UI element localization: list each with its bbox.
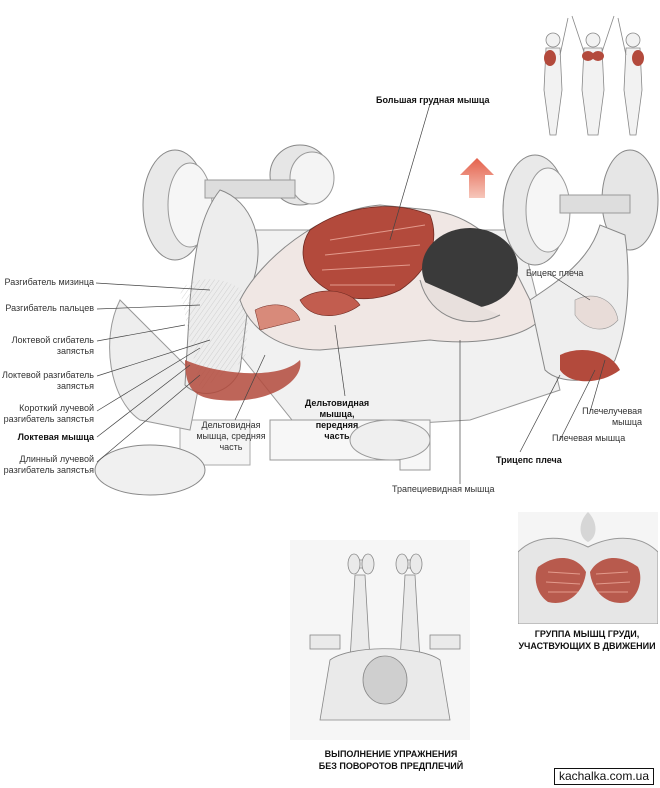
right-arm: [529, 224, 629, 382]
figures-thumbnail: [543, 15, 644, 136]
label-ext-carpi-rad-brevis: Короткий лучевой разгибатель запястья: [3, 403, 94, 424]
label-pectoralis-major: Большая грудная мышца: [376, 95, 490, 105]
label-triceps: Трицепс плеча: [496, 455, 562, 465]
label-brachioradialis: Плечелучевая мышца: [582, 406, 642, 427]
label-trapezius: Трапециевидная мышца: [392, 484, 495, 494]
label-brachialis: Плечевая мышца: [552, 433, 626, 443]
label-biceps: Бицепс плеча: [526, 268, 584, 278]
head: [419, 228, 518, 323]
direction-arrow-icon: [460, 158, 494, 198]
label-deltoid-middle: Дельтовидная мышца, средняя часть: [196, 420, 266, 452]
chest-group-illustration: [518, 512, 658, 624]
caption-chest-group: ГРУППА МЫШЦ ГРУДИ, УЧАСТВУЮЩИХ В ДВИЖЕНИ…: [518, 629, 656, 651]
label-ext-carpi-ulnaris: Локтевой разгибатель запястья: [2, 370, 94, 391]
label-ext-digiti-minimi: Разгибатель мизинца: [4, 277, 94, 287]
legs: [94, 299, 431, 496]
right-dumbbell: [502, 149, 659, 266]
label-ext-carpi-rad-longus: Длинный лучевой разгибатель запястья: [3, 454, 94, 475]
label-deltoid-anterior: Дельтовидная мышца, передняя часть: [304, 398, 370, 441]
caption-execution: ВЫПОЛНЕНИЕ УПРАЖНЕНИЯ БЕЗ ПОВОРОТОВ ПРЕД…: [318, 749, 464, 771]
left-dumbbell: [142, 144, 335, 261]
label-flex-carpi-ulnaris: Локтевой сгибатель запястья: [11, 335, 94, 356]
label-ext-digitorum: Разгибатель пальцев: [5, 303, 94, 313]
label-anconeus: Локтевая мышца: [17, 432, 94, 442]
leader-lines: [95, 103, 606, 484]
watermark: kachalka.com.ua: [553, 768, 654, 785]
execution-illustration: [290, 540, 470, 740]
